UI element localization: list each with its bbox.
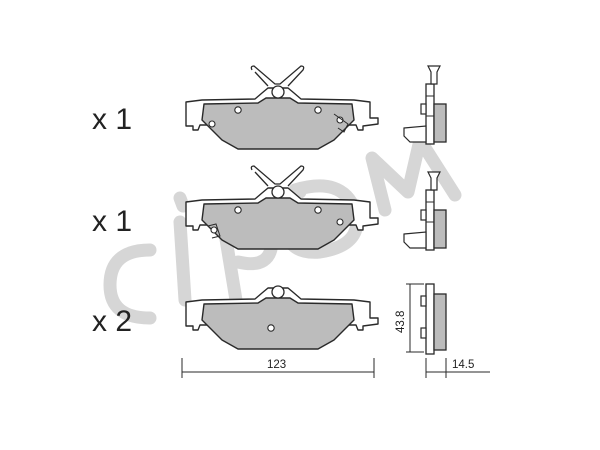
wear-spring [250,165,305,187]
quantity-label-row-3: x 2 [92,305,132,338]
quantity-label-row-1: x 1 [92,103,132,136]
dimension-thickness: 14.5 [425,358,490,378]
brake-pad-side-view-3 [420,283,447,355]
brake-pad-side-view-2 [403,171,447,251]
mounting-hole [271,185,285,199]
brake-pad-front-view-3 [185,285,379,350]
mounting-hole [271,285,285,299]
dimension-width-value: 123 [267,359,286,371]
brake-pad-front-view-2 [185,165,379,250]
mounting-hole [271,85,285,99]
brake-pad-side-view-1 [403,65,447,145]
dimension-thickness-value: 14.5 [452,359,474,371]
wear-spring [250,65,305,87]
dimension-height-value: 43.8 [395,311,407,333]
dimension-height: 43.8 [395,283,424,353]
brake-pad-front-view-1 [185,65,379,150]
quantity-label-row-2: x 1 [92,205,132,238]
dimension-width: 123 [181,358,375,378]
